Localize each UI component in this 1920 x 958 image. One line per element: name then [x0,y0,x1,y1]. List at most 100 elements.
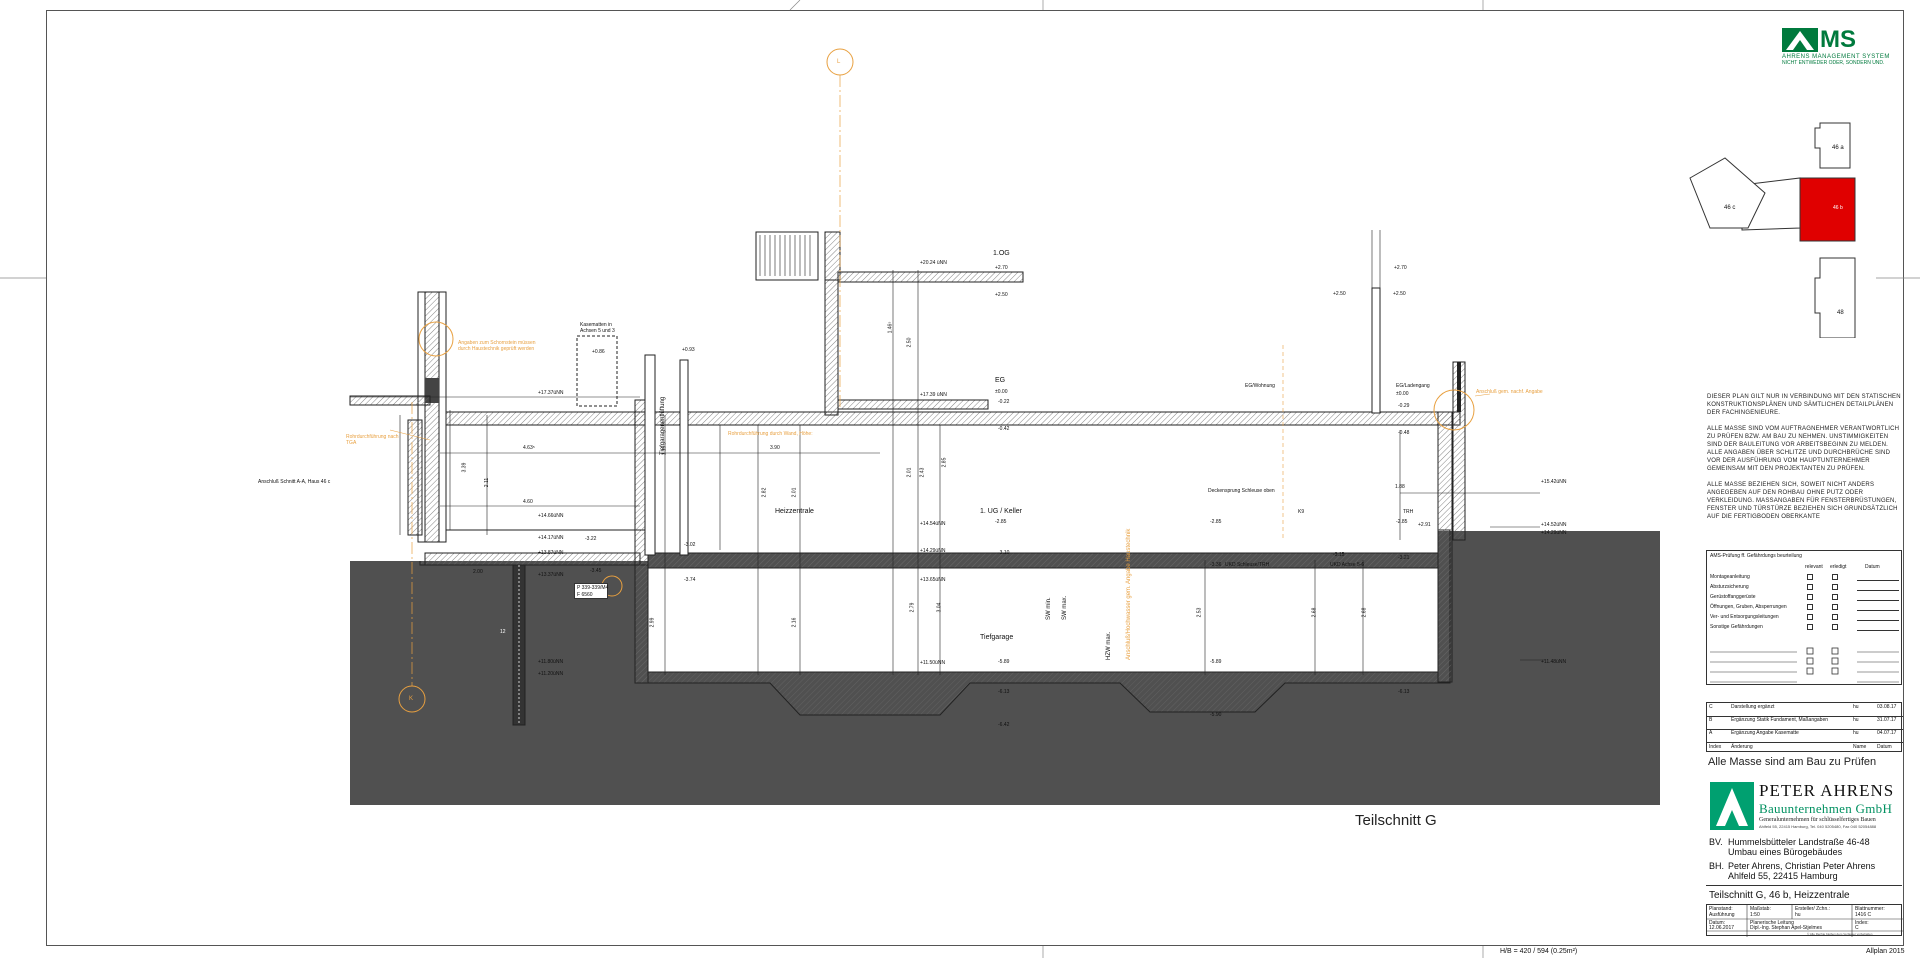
meta-planstand: Ausführung [1709,912,1735,918]
hazard-date-line [1857,590,1899,591]
label-anschluss: Anschluß Schnitt A-A, Haus 46 c [258,479,331,485]
hazard-row-label: Absturzsicherung [1710,584,1749,590]
level-marker: -0.42 [998,426,1010,432]
meta-ersteller-label: Ersteller/ Zchn.: [1795,906,1831,912]
level-marker: +17.37üNN [538,390,564,396]
footer-sheet-size: H/B = 420 / 594 (0.25m²) [1500,948,1578,955]
level-marker: -5.90 [1210,712,1222,718]
hazard-table-title: AMS-Prüfung ff. Gefährdungs beurteilung [1710,553,1802,559]
dimension: 4.60 [523,499,533,505]
og1-slab [837,271,1024,283]
erledigt-checkbox[interactable] [1832,594,1838,600]
revision-index: A [1709,730,1713,736]
meta-index: C [1855,925,1859,931]
level-marker: +13.87üNN [538,550,564,556]
level-marker: +14.29üNN [920,548,946,554]
pile-info-box: P 339-339/M4 F 6560 [574,583,608,599]
relevant-checkbox[interactable] [1807,574,1813,580]
ug-slab [647,552,1439,569]
hazard-row-label: Ver- und Entsorgungsleitungen [1710,614,1779,620]
ams-logo-line1: AHRENS MANAGEMENT SYSTEM [1782,54,1890,60]
level-marker: +2.50 [995,292,1008,298]
revision-by: hu [1853,704,1859,710]
hazard-col-relevant: relevant [1805,564,1823,570]
meta-leitung-label: Planerische Leitung [1750,920,1794,926]
keyplan-46a: 46 a [1832,145,1844,151]
dimension: 2.01 [906,467,913,478]
dimension: 2.82 [761,487,768,498]
level-marker: +14.29üNN [1541,530,1567,536]
plan-title: Teilschnitt G, 46 b, Heizzentrale [1709,890,1850,901]
level-marker: -5.89 [998,659,1010,665]
revision-head-change: Änderung [1731,744,1753,750]
revision-by: hu [1853,730,1859,736]
keyplan-48: 48 [1837,310,1844,316]
level-marker: -2.85 [1210,519,1222,525]
hazard-row-label: Öffnungen, Gruben, Absperrungen [1710,604,1787,610]
dimension: 2.85 [941,457,948,468]
hazard-col-datum: Datum [1865,564,1880,570]
revision-date: 03.08.17 [1877,704,1897,710]
relevant-checkbox[interactable] [1807,594,1813,600]
revision-divider [1707,716,1903,717]
revision-index: B [1709,717,1713,723]
pile-length: 12 [500,629,506,635]
erledigt-checkbox[interactable] [1832,574,1838,580]
hazard-date-line [1857,620,1899,621]
level-marker: -2.85 [995,519,1007,525]
erledigt-checkbox[interactable] [1832,624,1838,630]
dimension: 4.63⁵ [523,445,535,451]
meta-leitung: Dipl.-Ing. Stephan Apel-Stjelmes [1750,925,1822,931]
dimension: 2.99 [649,617,656,628]
erledigt-checkbox[interactable] [1832,584,1838,590]
peter-ahrens-logo-icon [1710,782,1754,830]
level-marker: -0.48 [1398,430,1410,436]
level-marker: +20.24 üNN [920,260,947,266]
hazard-date-line [1857,600,1899,601]
relevant-checkbox[interactable] [1807,604,1813,610]
erledigt-checkbox[interactable] [1832,614,1838,620]
footer-software: Allplan 2015 [1866,948,1905,955]
level-marker: -5.89 [1210,659,1222,665]
note-paragraph-2: ALLE MASSE SIND VOM AUFTRAGNEHMER VERANT… [1707,426,1900,472]
label-heizzentrale: Heizzentrale [775,508,814,515]
key-plan [1689,122,1856,338]
bh-line2: Ahlfeld 55, 22415 Hamburg [1728,871,1838,881]
level-marker: +11.80üNN [538,659,564,665]
label-k9: K9 [1298,509,1305,515]
eg-slab [419,411,1461,426]
revision-by: hu [1853,717,1859,723]
note-schornstein: Angaben zum Schornstein müssen durch Hau… [458,340,536,352]
level-marker: +14.54üNN [920,521,946,527]
meta-planstand-label: Planstand: [1709,906,1733,912]
dimension: 1.19 [661,445,668,456]
label-1ug-keller: 1. UG / Keller [980,508,1023,515]
hazard-col-erledigt: erledigt [1830,564,1847,570]
revision-divider [1707,729,1903,730]
meta-ersteller: hu [1795,912,1801,918]
erledigt-checkbox[interactable] [1832,604,1838,610]
keyplan-46c: 46 c [1724,205,1736,211]
dimension: 2.01 [791,487,798,498]
revision-head-index: Index [1709,744,1722,750]
level-marker: +11.48üNN [1541,659,1567,665]
dimension: 3.39 [461,462,468,473]
label-eg-wohnung: EG/Wohnung [1245,383,1275,389]
label-hzw-max: HZW max. [1106,631,1112,660]
level-marker: -6.42 [998,722,1010,728]
meta-massstab: 1:50 [1750,912,1760,918]
relevant-checkbox[interactable] [1807,614,1813,620]
bv-line2: Umbau eines Bürogebäudes [1728,847,1843,857]
level-marker: +15.42üNN [1541,479,1567,485]
note-anschluss: Anschluß gem. nachf. Angabe [1476,389,1543,395]
hazard-row-label: Montageanleitung [1710,574,1750,580]
relevant-checkbox[interactable] [1807,584,1813,590]
note-rohrdurchfuehrung-wand: Rohrdurchführung durch Wand, Höhe: [728,431,813,437]
level-marker: -3.74 [684,577,696,583]
relevant-checkbox[interactable] [1807,624,1813,630]
level-marker: +14.66üNN [538,513,564,519]
hazard-table: AMS-Prüfung ff. Gefährdungs beurteilung … [1706,550,1902,685]
level-marker: -3.21 [1398,555,1410,561]
dimension: 2.50 [906,337,913,348]
